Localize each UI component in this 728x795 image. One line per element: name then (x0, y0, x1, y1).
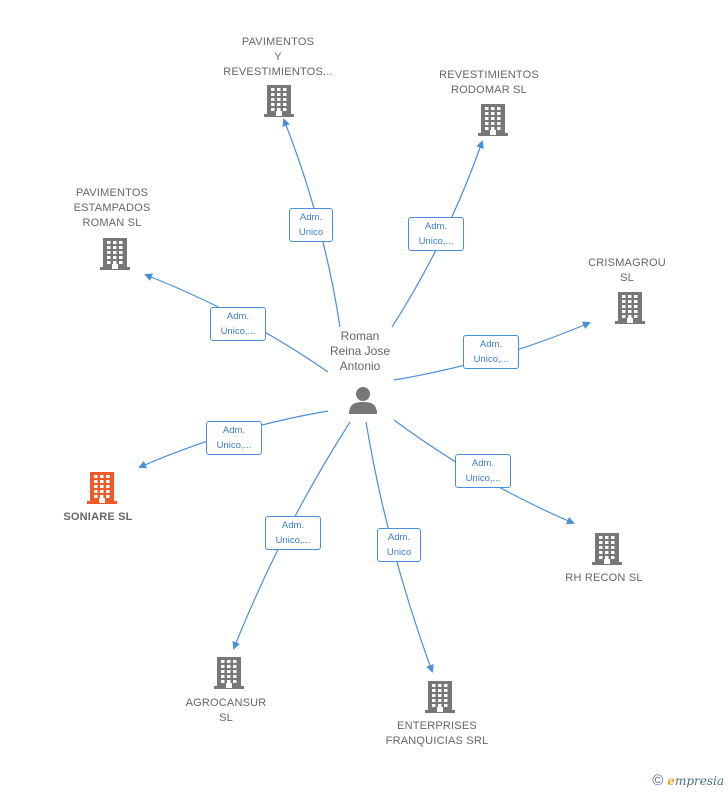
edge-label-soniare[interactable]: Adm. Unico,... (206, 421, 262, 455)
copyright-symbol: © (652, 772, 664, 789)
company-name-crismagrou[interactable]: CRISMAGROU SL (588, 257, 666, 284)
company-name-soniare[interactable]: SONIARE SL (63, 511, 133, 523)
company-name-agrocansur[interactable]: AGROCANSUR SL (185, 697, 267, 724)
building-icon[interactable] (591, 532, 623, 566)
edge-label-pavimentos-estampados-roman[interactable]: Adm. Unico,... (210, 307, 266, 341)
building-icon[interactable] (213, 656, 245, 690)
company-name-enterprises-franquicias[interactable]: ENTERPRISES FRANQUICIAS SRL (385, 720, 489, 747)
edge-label-crismagrou[interactable]: Adm. Unico,... (463, 335, 519, 369)
building-icon[interactable] (477, 103, 509, 137)
company-name-pavimentos-estampados-roman[interactable]: PAVIMENTOS ESTAMPADOS ROMAN SL (73, 187, 151, 229)
footer-brand: © empresia (652, 772, 724, 789)
building-icon[interactable] (614, 291, 646, 325)
empresia-logo: empresia (667, 773, 724, 788)
edge-label-revestimientos-rodomar[interactable]: Adm. Unico,... (408, 217, 464, 251)
edge-label-agrocansur[interactable]: Adm. Unico,... (265, 516, 321, 550)
person-icon[interactable] (348, 385, 378, 415)
building-icon[interactable] (86, 471, 118, 505)
company-name-revestimientos-rodomar[interactable]: REVESTIMIENTOS RODOMAR SL (439, 69, 539, 96)
edge-label-enterprises-franquicias[interactable]: Adm. Unico (377, 528, 421, 562)
edge-label-pavimentos-revestimientos[interactable]: Adm. Unico (289, 208, 333, 242)
building-icon[interactable] (424, 680, 456, 714)
center-person-name[interactable]: Roman Reina Jose Antonio (329, 329, 391, 373)
edge-label-rh-recon[interactable]: Adm. Unico,... (455, 454, 511, 488)
company-name-rh-recon[interactable]: RH RECON SL (565, 572, 643, 584)
company-name-pavimentos-revestimientos[interactable]: PAVIMENTOS Y REVESTIMIENTOS... (223, 36, 333, 78)
building-icon[interactable] (99, 237, 131, 271)
building-icon[interactable] (263, 84, 295, 118)
